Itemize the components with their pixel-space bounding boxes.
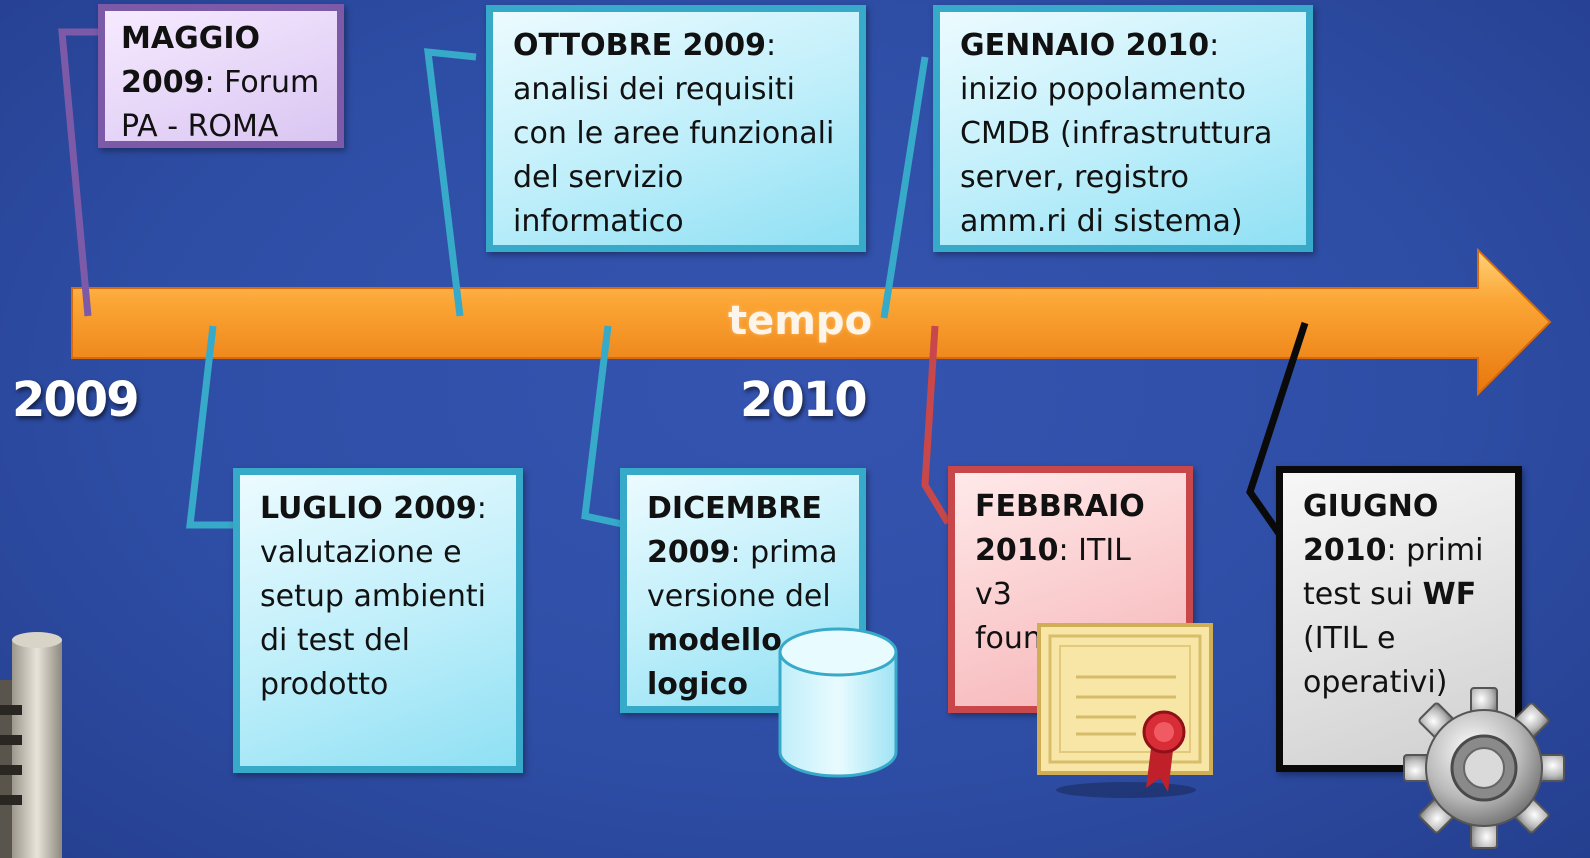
connector-febbraio [921, 325, 951, 525]
event-date: DICEMBRE 2009 [647, 491, 822, 570]
event-text: : primi test sui [1303, 533, 1484, 612]
database-icon [778, 627, 898, 778]
event-text: : inizio popolamento CMDB (infrastruttur… [960, 28, 1273, 239]
connector-giugno [1246, 321, 1309, 538]
axis-label: tempo [728, 298, 873, 344]
connector-gennaio [880, 56, 929, 319]
certificate-icon [1037, 623, 1213, 798]
year-label-2010: 2010 [740, 372, 868, 428]
event-date: GIUGNO 2010 [1303, 489, 1439, 568]
connector-luglio [186, 325, 235, 529]
event-text: : analisi dei requisiti con le aree funz… [513, 28, 835, 239]
event-date: GENNAIO 2010 [960, 28, 1210, 63]
event-bold-tail: modello logico [647, 623, 782, 702]
connector-maggio [58, 28, 100, 317]
event-text: : prima versione del [647, 535, 838, 614]
event-text-tail: (ITIL e operativi) [1303, 621, 1448, 700]
event-text: : valutazione e setup ambienti di test d… [260, 491, 487, 702]
event-gennaio-2010: GENNAIO 2010: inizio popolamento CMDB (i… [933, 5, 1313, 252]
time-arrow [71, 247, 1552, 397]
event-maggio-2009: MAGGIO 2009: Forum PA - ROMA [98, 4, 344, 148]
event-ottobre-2009: OTTOBRE 2009: analisi dei requisiti con … [486, 5, 866, 252]
event-date: FEBBRAIO 2010 [975, 489, 1145, 568]
gear-icon [1403, 687, 1565, 849]
connector-dicembre [581, 325, 623, 528]
event-bold-mid: WF [1422, 577, 1477, 612]
connector-ottobre [423, 48, 477, 317]
event-date: OTTOBRE 2009 [513, 28, 767, 63]
event-luglio-2009: LUGLIO 2009: valutazione e setup ambient… [233, 468, 523, 773]
year-label-2009: 2009 [12, 372, 140, 428]
building-icon [0, 632, 62, 858]
event-text: : Forum PA - ROMA [121, 65, 320, 144]
event-date: MAGGIO 2009 [121, 21, 260, 100]
event-date: LUGLIO 2009 [260, 491, 477, 526]
